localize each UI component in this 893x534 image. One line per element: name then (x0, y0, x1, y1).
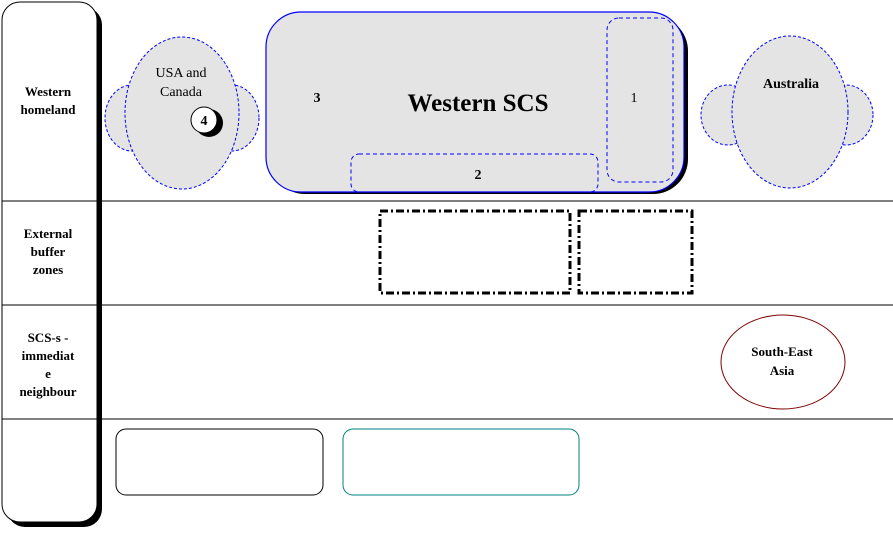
marker-4 (190, 106, 218, 134)
bottom-box-teal (342, 428, 580, 496)
region-western-scs: 3 Western SCS 1 2 (265, 11, 688, 194)
zone-1-label: 1 (631, 91, 638, 106)
zone-2 (350, 153, 599, 193)
region-australia: Australia (700, 35, 874, 189)
row-header-column (1, 1, 98, 523)
svg-text:Australia: Australia (763, 77, 819, 92)
western-scs-title: Western SCS (408, 90, 549, 117)
zone-2-label: 2 (475, 168, 482, 183)
buffer-zone-box (577, 209, 694, 295)
zone-1 (606, 17, 674, 183)
buffer-zone-box (378, 209, 572, 295)
marker-4-label: 4 (201, 114, 208, 129)
zone-3-label: 3 (314, 91, 321, 106)
bottom-box (115, 428, 324, 496)
